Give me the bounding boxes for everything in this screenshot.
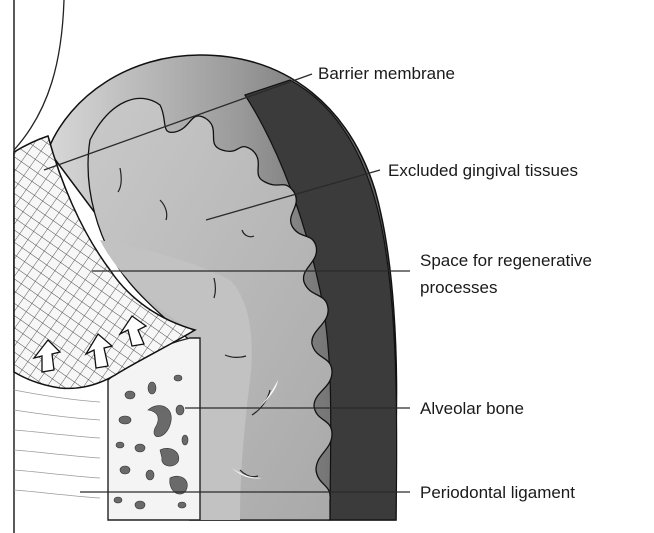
label-space-regenerative-line2: processes [420, 278, 497, 297]
label-periodontal-ligament: Periodontal ligament [420, 483, 575, 502]
label-space-regenerative-line1: Space for regenerative [420, 251, 592, 270]
tooth-root [0, 0, 14, 533]
label-excluded-gingival-tissues: Excluded gingival tissues [388, 161, 578, 180]
label-alveolar-bone: Alveolar bone [420, 399, 524, 418]
label-barrier-membrane: Barrier membrane [318, 64, 455, 83]
root-texture [14, 390, 100, 498]
tooth-crown-curve [14, 0, 64, 150]
